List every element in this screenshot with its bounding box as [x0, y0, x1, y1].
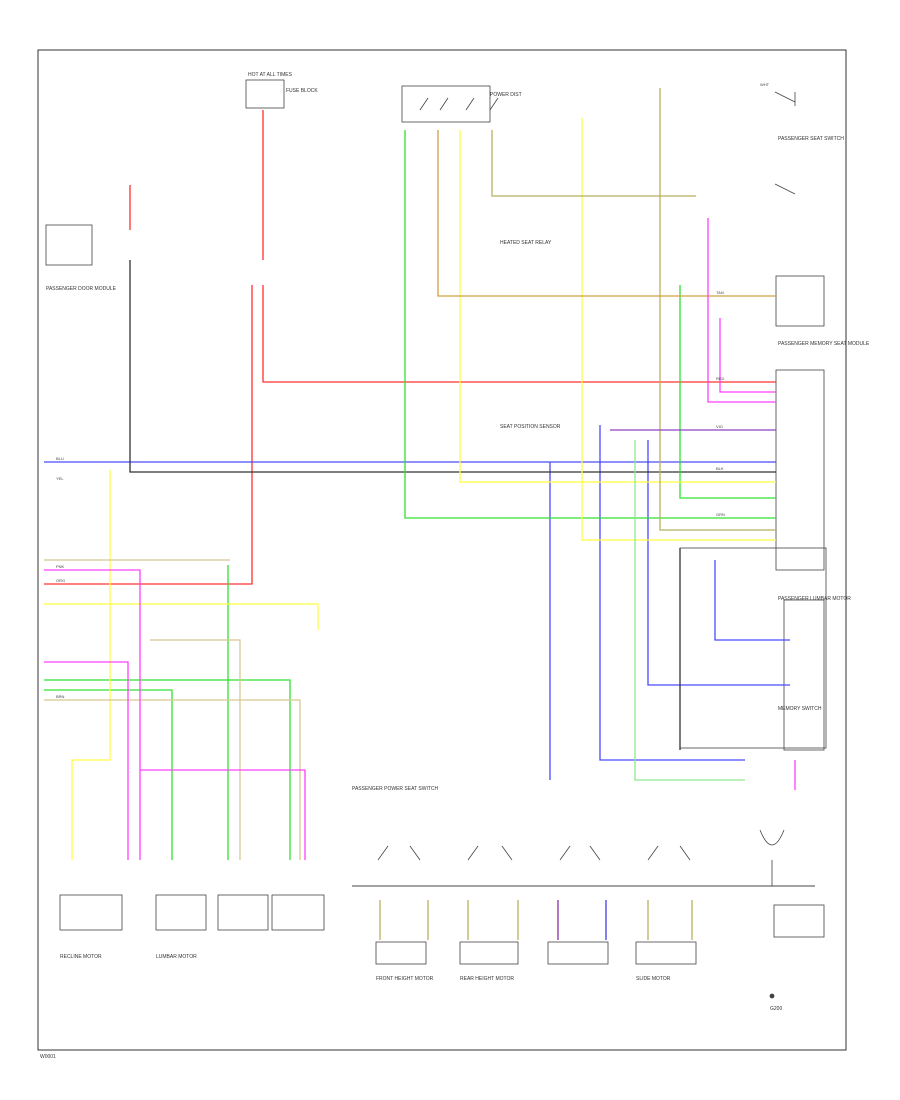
label-memory-switch: MEMORY SWITCH [778, 706, 822, 712]
wire-green-2 [679, 285, 776, 499]
wire-yellow-left2 [44, 603, 319, 630]
left-motor-1 [59, 894, 123, 931]
wire-label-vio: VIO [716, 424, 723, 429]
wire-tan-1 [437, 130, 776, 297]
wire-blue-low [599, 425, 745, 761]
wire-pink-left3 [140, 769, 306, 860]
components [45, 79, 827, 965]
wire-label-blu: BLU [56, 456, 64, 461]
wire-motor-leads [379, 900, 693, 940]
fuse-block-box [245, 79, 285, 109]
wire-yellow-1 [459, 130, 776, 483]
right-motor-2 [459, 941, 519, 965]
wire-red-main [262, 110, 776, 383]
label-passenger-memory-seat-module: PASSENGER MEMORY SEAT MODULE [778, 341, 870, 347]
label-recline-motor: RECLINE MOTOR [60, 954, 102, 960]
left-switch-box [45, 224, 93, 266]
wire-color-labels: RED BLU GRN YEL TAN PNK VIO BRN WHT BLK … [56, 82, 770, 699]
wire-red-down [44, 285, 253, 585]
label-seat-position-sensor: SEAT POSITION SENSOR [500, 424, 561, 430]
wire-green-left [44, 679, 291, 860]
right-motor-3 [547, 941, 609, 965]
label-power-dist: POWER DIST [490, 92, 522, 98]
left-motor-2 [155, 894, 207, 931]
wire-label-org: ORG [56, 578, 65, 583]
labels: HOT AT ALL TIMES FUSE BLOCK POWER DIST P… [46, 72, 870, 1012]
label-front-height-motor: FRONT HEIGHT MOTOR [376, 976, 434, 982]
label-passenger-lumbar-motor: PASSENGER LUMBAR MOTOR [778, 596, 851, 602]
diagram-frame [37, 49, 847, 1051]
label-lumbar-motor: LUMBAR MOTOR [156, 954, 197, 960]
label-heated-seat-relay: HEATED SEAT RELAY [500, 240, 552, 246]
label-passenger-seat-switch: PASSENGER SEAT SWITCH [778, 136, 844, 142]
wire-label-red: RED [716, 376, 725, 381]
right-lower-module [783, 599, 825, 751]
top-relay-box [401, 85, 491, 123]
top-right-switch [774, 91, 796, 195]
wire-olive-2 [491, 130, 696, 197]
wire-label-pnk: PNK [56, 564, 65, 569]
label-passenger-door-module: PASSENGER DOOR MODULE [46, 286, 117, 292]
label-slide-motor: SLIDE MOTOR [636, 976, 671, 982]
label-hot-at-all-times: HOT AT ALL TIMES [248, 72, 293, 78]
left-motor-4 [271, 894, 325, 931]
wire-yellow-2 [581, 118, 776, 541]
memory-switch-fork [759, 829, 785, 886]
wire-pink-2 [719, 318, 776, 393]
wire-label-grn: GRN [716, 512, 725, 517]
wire-pink-1 [707, 218, 776, 403]
wire-yellow-left [71, 470, 111, 860]
wire-green-left3 [44, 689, 173, 860]
label-rear-height-motor: REAR HEIGHT MOTOR [460, 976, 514, 982]
right-module-outline [679, 547, 827, 749]
ground-symbol [769, 993, 775, 999]
switch-symbols [377, 91, 796, 999]
right-main-module [775, 369, 825, 571]
wire-blue-right [714, 560, 790, 641]
wire-black-1 [129, 260, 776, 473]
right-motor-1 [375, 941, 427, 965]
wire-label-wht: WHT [760, 82, 770, 87]
wire-blue-right2 [647, 440, 790, 686]
bottom-switches [377, 845, 691, 861]
relay-switch-1 [419, 97, 499, 111]
wire-lightgreen-1 [634, 440, 745, 781]
footer-code: W0001 [40, 1054, 56, 1060]
wires [44, 88, 796, 940]
wire-label-yel: YEL [56, 476, 64, 481]
wire-tan-4 [150, 639, 241, 860]
wire-label-brn: BRN [56, 694, 65, 699]
memory-switch-box [773, 904, 825, 938]
left-motor-3 [217, 894, 269, 931]
wire-label-blk: BLK [716, 466, 724, 471]
wire-tan-3 [44, 699, 301, 860]
wire-pink-left [44, 569, 141, 860]
wire-label-tan: TAN [716, 290, 724, 295]
wire-pink-left2 [44, 661, 129, 860]
label-fuse-block: FUSE BLOCK [286, 88, 318, 94]
wire-green-1 [404, 130, 776, 519]
right-module-1 [775, 275, 825, 327]
label-ground: G200 [770, 1006, 782, 1012]
right-motor-4 [635, 941, 697, 965]
label-passenger-power-seat-switch: PASSENGER POWER SEAT SWITCH [352, 786, 439, 792]
wire-olive-1 [659, 88, 776, 531]
